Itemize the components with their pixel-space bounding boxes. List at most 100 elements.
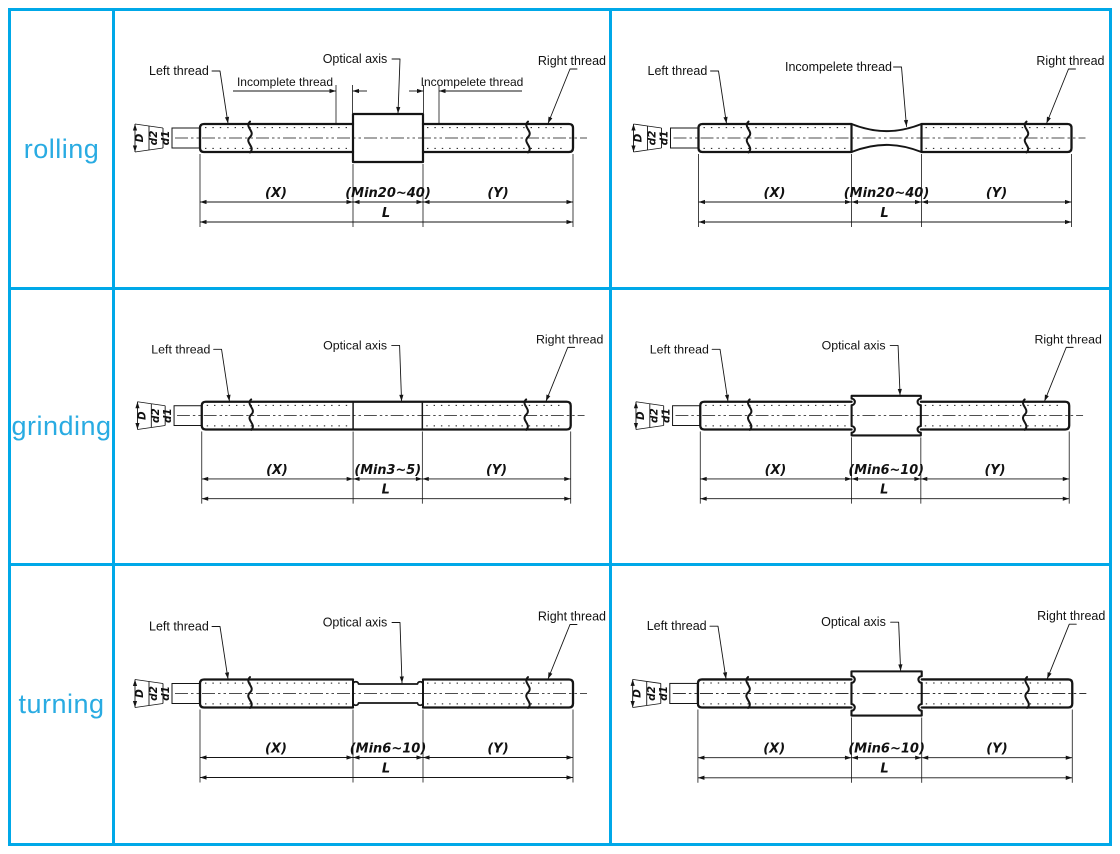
- dim-l-label: L: [382, 206, 390, 221]
- dim-x-line-arrowhead: [346, 476, 354, 482]
- dim-l-label: L: [880, 762, 888, 777]
- dia-label-d1: d1: [661, 408, 673, 423]
- dia-D-arrowhead: [132, 701, 138, 708]
- dim-mid-line-arrowhead: [353, 755, 360, 760]
- dia-D-arrowhead: [631, 124, 636, 131]
- dim-x-line-arrowhead: [844, 755, 852, 760]
- center-feature-label: Optical axis: [323, 52, 388, 66]
- dim-mid-label: (Min6~10): [848, 463, 924, 478]
- right-thread-label: Right thread: [1035, 332, 1102, 346]
- dim-y-line-arrowhead: [920, 476, 928, 482]
- dim-y-line-arrowhead: [564, 476, 571, 482]
- wedge-line: [148, 681, 164, 684]
- row-label-turning: turning: [11, 566, 112, 843]
- right-thread-leader-arrowhead: [1046, 116, 1051, 124]
- break-symbol: [745, 120, 752, 154]
- dim-l-line-arrowhead: [200, 775, 207, 780]
- break-symbol: [523, 398, 529, 431]
- center-feature-leader: [890, 621, 902, 672]
- wedge-line: [148, 703, 164, 706]
- dim-l-label: L: [880, 206, 888, 221]
- wedge-line: [134, 149, 150, 153]
- dim-x-line-arrowhead: [845, 476, 852, 482]
- dim-y-line-arrowhead: [1065, 755, 1073, 760]
- shaft-body-left: [198, 122, 355, 154]
- wedge-line: [635, 401, 650, 405]
- break-symbol: [525, 120, 531, 154]
- dim-mid-line-arrowhead: [914, 476, 921, 482]
- center-feature-leader-arrowhead: [898, 664, 903, 671]
- callout-arrowhead: [352, 88, 359, 94]
- left-thread-leader: [213, 348, 230, 402]
- wedge-line: [151, 425, 166, 428]
- wedge-line: [635, 427, 650, 430]
- dia-label-d1: d1: [658, 686, 670, 701]
- optical-axis-block: [850, 670, 923, 717]
- center-feature-leader-arrowhead: [399, 394, 404, 402]
- wedge-line: [148, 125, 164, 129]
- dia-label-D: D: [635, 411, 647, 420]
- left-thread-leader: [211, 626, 229, 680]
- dim-x-line-arrowhead: [346, 755, 353, 760]
- callout-arrowhead: [329, 88, 336, 94]
- shaft-body-right: [421, 678, 575, 709]
- shaft-body-right: [421, 122, 575, 154]
- wedge-line: [137, 427, 152, 430]
- dim-l-line-arrowhead: [1065, 219, 1072, 225]
- dia-D-arrowhead: [630, 679, 635, 686]
- wedge-line: [646, 703, 661, 706]
- left-thread-leader-arrowhead: [722, 672, 728, 679]
- wedge-line: [134, 705, 150, 708]
- dim-mid-label: (Min20~40): [345, 186, 431, 201]
- dim-mid-line-arrowhead: [851, 199, 858, 205]
- dim-x-line-arrowhead: [346, 199, 353, 205]
- dim-mid-line-arrowhead: [851, 755, 858, 760]
- dim-x-line-arrowhead: [700, 476, 707, 482]
- dim-y-line-arrowhead: [422, 476, 429, 482]
- right-thread-leader: [545, 346, 576, 402]
- dia-D-arrowhead: [132, 679, 138, 686]
- wedge-line: [632, 679, 647, 682]
- dim-x-label: (X): [763, 742, 785, 757]
- left-thread-label: Left thread: [149, 620, 209, 634]
- dim-mid-line-arrowhead: [353, 199, 360, 205]
- dim-mid-line-arrowhead: [416, 199, 423, 205]
- break-symbol: [1022, 398, 1028, 431]
- right-thread-label: Right thread: [1036, 54, 1104, 68]
- dim-mid-label: (Min20~40): [844, 186, 930, 201]
- center-feature-label: Optical axis: [821, 615, 886, 629]
- dim-l-line-arrowhead: [200, 219, 207, 225]
- left-thread-leader-arrowhead: [224, 116, 230, 124]
- wedge-line: [151, 403, 166, 407]
- dim-y-line-arrowhead: [921, 755, 929, 760]
- dim-l-line-arrowhead: [700, 496, 707, 501]
- wedge-line: [646, 681, 661, 684]
- wedge-line: [137, 401, 152, 405]
- wedge-line: [148, 147, 164, 151]
- center-feature-leader: [391, 58, 401, 114]
- center-feature-leader-arrowhead: [897, 388, 902, 396]
- dim-y-label: (Y): [984, 463, 1005, 478]
- shaft-body-left: [198, 678, 355, 709]
- center-feature-leader: [391, 622, 403, 684]
- left-thread-leader: [711, 348, 729, 402]
- optical-axis-block: [850, 394, 922, 437]
- incomplete-thread-left-label: Incomplete thread: [237, 75, 333, 89]
- dim-mid-line-arrowhead: [416, 755, 423, 760]
- dia-D-arrowhead: [631, 145, 636, 152]
- center-feature-leader-arrowhead: [903, 119, 909, 127]
- dim-y-label: (Y): [986, 186, 1007, 201]
- right-thread-leader-arrowhead: [545, 394, 551, 402]
- left-thread-label: Left thread: [648, 64, 708, 78]
- dim-y-line-arrowhead: [566, 199, 573, 205]
- right-thread-label: Right thread: [1037, 609, 1105, 623]
- left-thread-label: Left thread: [647, 619, 707, 633]
- dia-label-d1: d1: [162, 408, 174, 423]
- break-symbol: [747, 398, 753, 431]
